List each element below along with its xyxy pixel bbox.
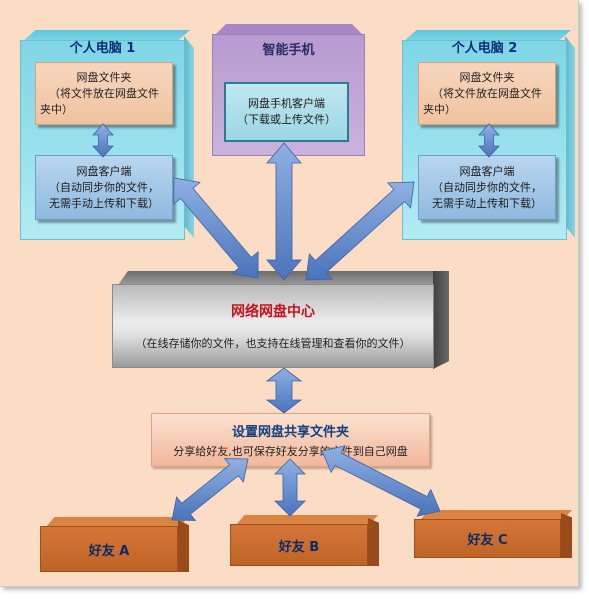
friend-a-box: 好友 A bbox=[40, 526, 178, 572]
pc1-folder-box: 网盘文件夹 （将文件放在网盘文件 夹中） bbox=[35, 62, 173, 125]
phone-client-title: 网盘手机客户端 bbox=[248, 97, 325, 110]
center-desc: （在线存储你的文件，也支持在线管理和查看你的文件） bbox=[135, 337, 411, 350]
friend-c-label: 好友 C bbox=[467, 533, 508, 548]
center-box-top bbox=[118, 271, 448, 285]
pc2-folder-box: 网盘文件夹 （将文件放在网盘文件 夹中） bbox=[418, 62, 556, 125]
pc2-panel-top bbox=[403, 30, 571, 42]
center-box: 网络网盘中心 （在线存储你的文件，也支持在线管理和查看你的文件） bbox=[112, 284, 434, 368]
pc1-folder-title: 网盘文件夹 bbox=[76, 70, 132, 84]
friend-b-box: 好友 B bbox=[230, 524, 368, 566]
phone-panel-top bbox=[214, 24, 364, 36]
pc1-panel-top bbox=[22, 30, 190, 42]
pc2-folder-desc-2: 夹中） bbox=[423, 102, 456, 116]
friend-b-label: 好友 B bbox=[278, 539, 320, 555]
friend-a-top bbox=[46, 517, 188, 527]
pc2-client-desc-1: （自动同步你的文件， bbox=[432, 180, 542, 194]
pc1-client-title: 网盘客户端 bbox=[76, 164, 132, 178]
pc1-client-desc-1: （自动同步你的文件， bbox=[49, 180, 159, 194]
pc1-panel-side bbox=[184, 36, 194, 238]
phone-client-desc: （下载或上传文件） bbox=[237, 113, 336, 126]
share-folder-box: 设置网盘共享文件夹 分享给好友,也可保存好友分享的文件到自己网盘 bbox=[151, 413, 430, 467]
share-desc: 分享给好友,也可保存好友分享的文件到自己网盘 bbox=[173, 445, 408, 458]
phone-title: 智能手机 bbox=[262, 43, 315, 58]
phone-client-box: 网盘手机客户端 （下载或上传文件） bbox=[224, 82, 349, 142]
pc2-client-desc-2: 无需手动上传和下载） bbox=[432, 196, 542, 210]
friend-c-top bbox=[420, 510, 572, 520]
center-title: 网络网盘中心 bbox=[231, 304, 315, 320]
friend-b-side bbox=[368, 518, 379, 566]
pc2-title: 个人电脑 2 bbox=[451, 41, 518, 56]
friend-b-top bbox=[236, 515, 378, 525]
friend-c-side bbox=[561, 513, 572, 558]
share-title: 设置网盘共享文件夹 bbox=[231, 425, 349, 440]
pc2-panel-side bbox=[565, 36, 575, 238]
friend-a-side bbox=[178, 520, 189, 572]
pc2-folder-desc-1: （将文件放在网盘文件 bbox=[432, 86, 542, 100]
pc1-client-box: 网盘客户端 （自动同步你的文件， 无需手动上传和下载） bbox=[35, 155, 173, 220]
friend-a-label: 好友 A bbox=[88, 543, 130, 559]
pc2-folder-title: 网盘文件夹 bbox=[459, 70, 515, 84]
pc1-title: 个人电脑 1 bbox=[69, 41, 136, 56]
pc2-client-box: 网盘客户端 （自动同步你的文件， 无需手动上传和下载） bbox=[418, 155, 556, 220]
pc1-client-desc-2: 无需手动上传和下载） bbox=[49, 196, 159, 210]
pc1-folder-desc-1: （将文件放在网盘文件 bbox=[49, 86, 159, 100]
pc1-folder-desc-2: 夹中） bbox=[40, 102, 73, 116]
pc2-client-title: 网盘客户端 bbox=[459, 164, 515, 178]
friend-c-box: 好友 C bbox=[414, 519, 561, 558]
center-box-side bbox=[433, 271, 449, 369]
